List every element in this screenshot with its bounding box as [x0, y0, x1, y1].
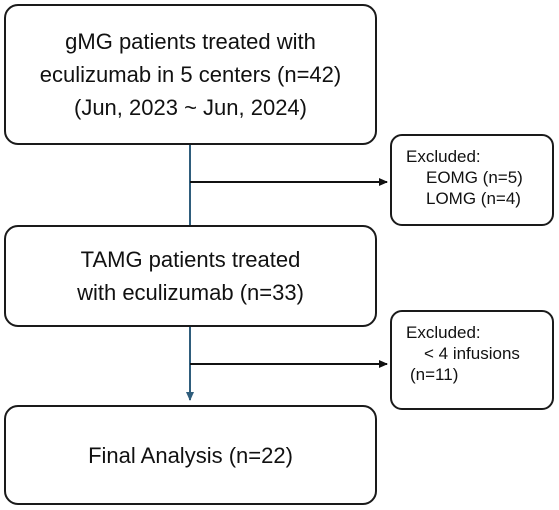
initial-cohort-line-2: eculizumab in 5 centers (n=42) — [39, 62, 342, 87]
excluded-2-item-infusions: < 4 infusions — [424, 344, 520, 363]
excluded-1-item-eomg: EOMG (n=5) — [426, 168, 523, 187]
initial-cohort-box: gMG patients treated with eculizumab in … — [4, 4, 377, 145]
initial-cohort-line-3: (Jun, 2023 ~ Jun, 2024) — [74, 95, 307, 120]
excluded-box-1: Excluded: EOMG (n=5) LOMG (n=4) — [390, 134, 554, 226]
tamg-cohort-box: TAMG patients treated with eculizumab (n… — [4, 225, 377, 327]
tamg-cohort-line-2: with eculizumab (n=33) — [77, 280, 304, 305]
final-analysis-box: Final Analysis (n=22) — [4, 405, 377, 505]
excluded-box-2: Excluded: < 4 infusions (n=11) — [390, 310, 554, 410]
final-analysis-label: Final Analysis (n=22) — [88, 442, 293, 468]
excluded-2-heading: Excluded: — [406, 323, 481, 342]
excluded-1-item-lomg: LOMG (n=4) — [426, 189, 521, 208]
tamg-cohort-line-1: TAMG patients treated — [80, 247, 301, 272]
excluded-2-item-count: (n=11) — [410, 365, 459, 384]
excluded-1-heading: Excluded: — [406, 147, 481, 166]
initial-cohort-line-1: gMG patients treated with — [65, 29, 316, 54]
